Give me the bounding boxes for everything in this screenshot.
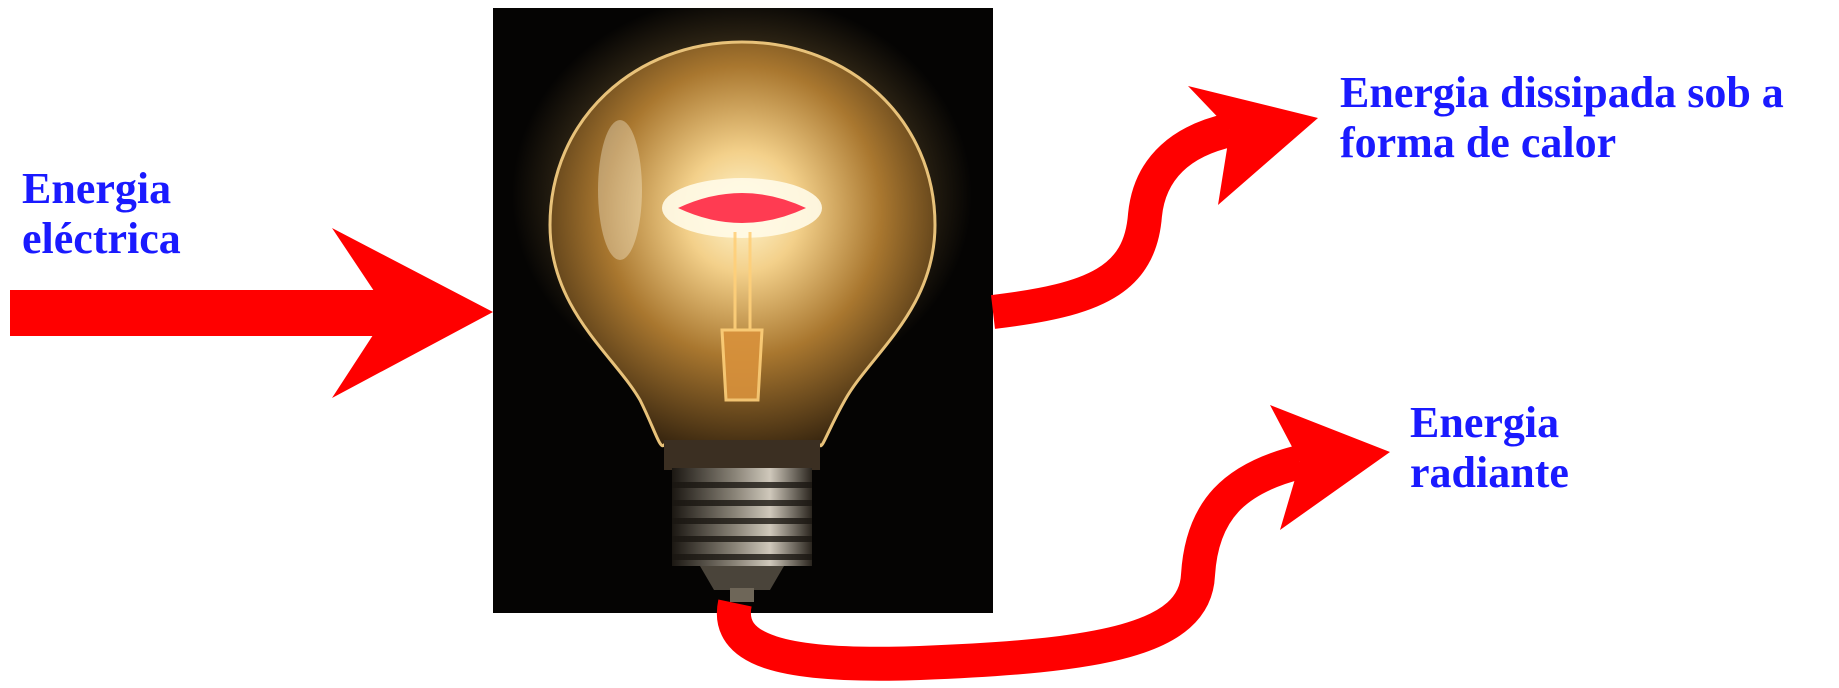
heat-arrow xyxy=(993,86,1318,312)
label-radiant-energy-line-1: Energia xyxy=(1410,398,1569,448)
label-heat-energy: Energia dissipada sob a forma de calor xyxy=(1340,68,1784,168)
label-heat-energy-line-2: forma de calor xyxy=(1340,118,1784,168)
label-electric-energy: Energia eléctrica xyxy=(22,164,181,264)
label-electric-energy-line-1: Energia xyxy=(22,164,181,214)
label-electric-energy-line-2: eléctrica xyxy=(22,214,181,264)
bulb-neck xyxy=(664,440,820,470)
label-heat-energy-line-1: Energia dissipada sob a xyxy=(1340,68,1784,118)
label-radiant-energy-line-2: radiante xyxy=(1410,448,1569,498)
bulb-reflection xyxy=(598,120,642,260)
label-radiant-energy: Energia radiante xyxy=(1410,398,1569,498)
light-bulb-photo xyxy=(493,0,993,613)
